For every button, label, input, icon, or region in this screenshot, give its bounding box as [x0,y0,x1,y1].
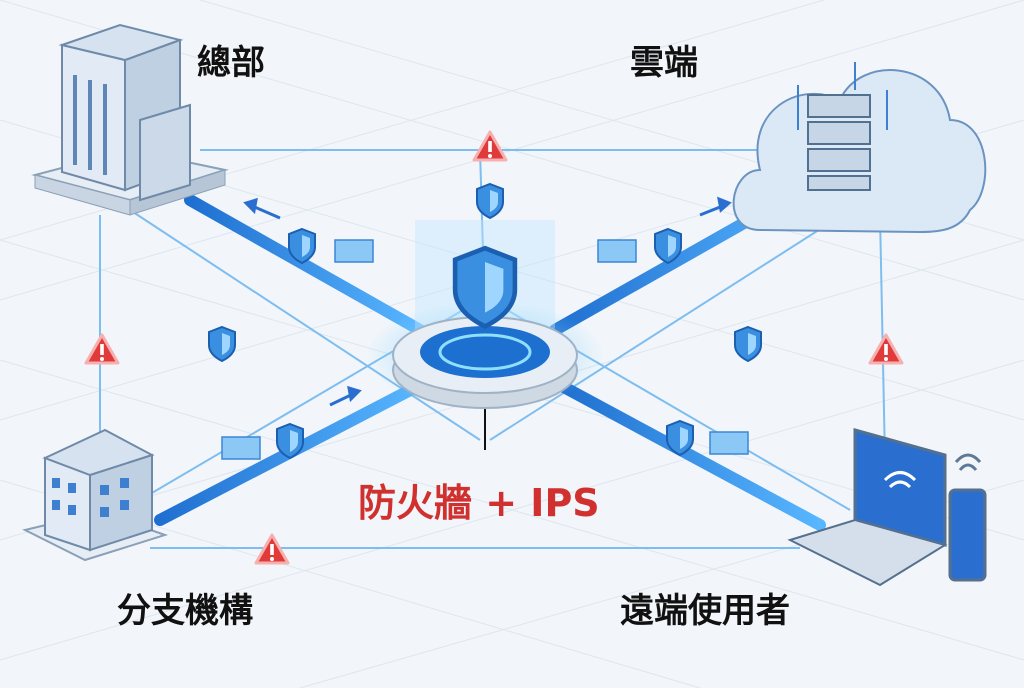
branch-building-icon [22,428,169,562]
branch-label: 分支機構 [117,591,253,631]
hq-label: 總部 [197,43,265,83]
shield-hub-icon [455,248,515,326]
firewall-hub [365,220,605,410]
office-building-icon [31,23,229,216]
cloud-server-icon [732,62,987,234]
remote-users-label: 遠端使用者 [620,591,790,631]
firewall-ips-label: 防火牆 + IPS [358,481,600,525]
cloud-label: 雲端 [630,43,698,83]
laptop-phone-icon [787,428,987,587]
